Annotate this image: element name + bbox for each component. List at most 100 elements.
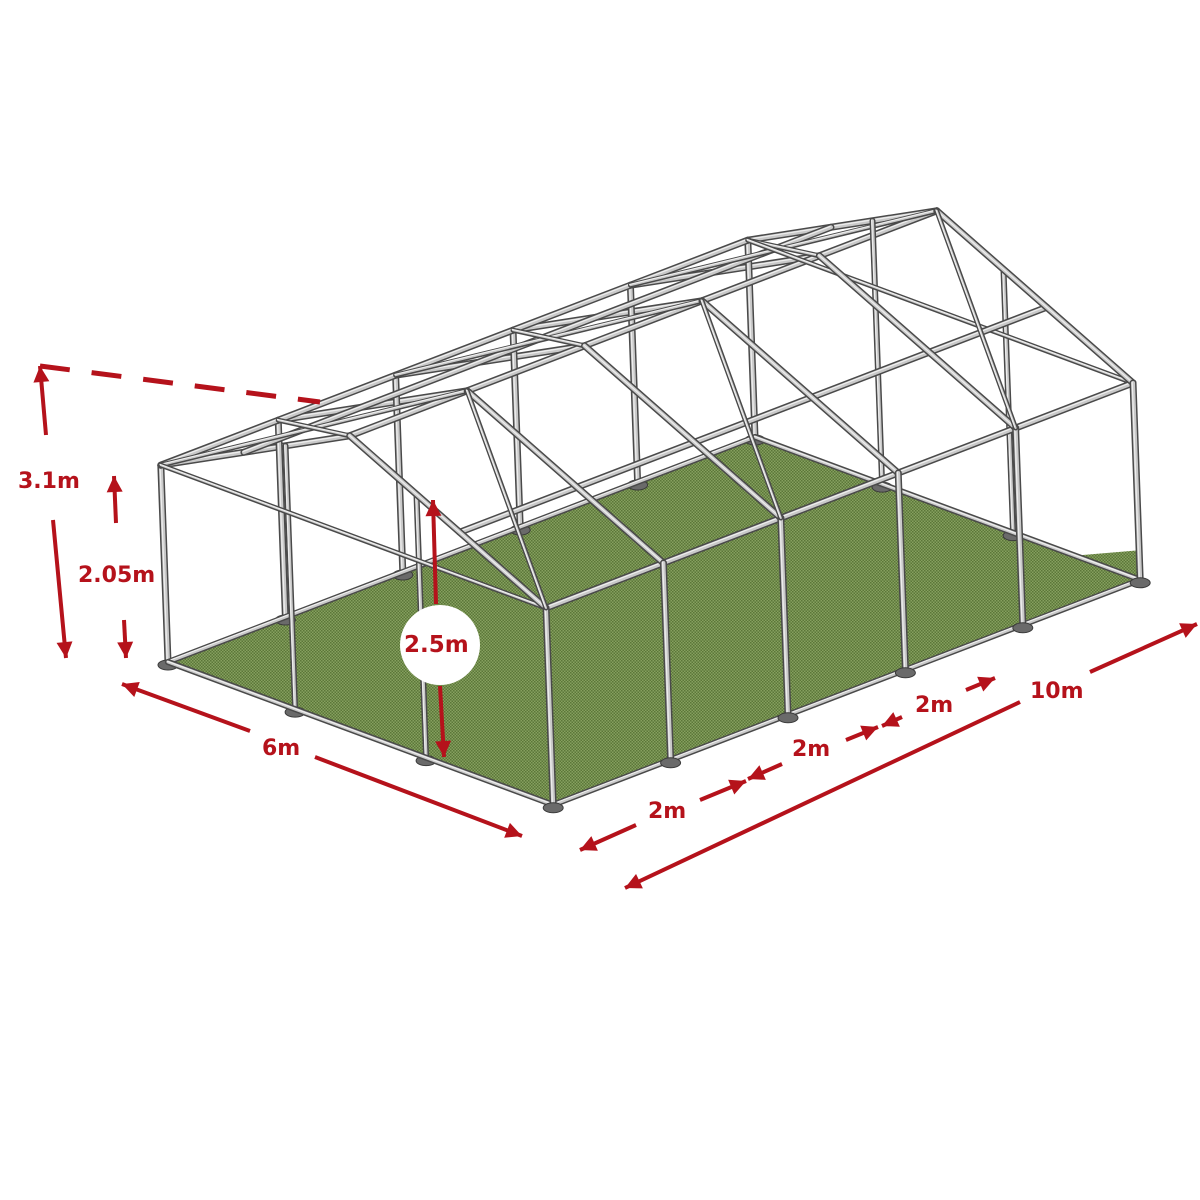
rafter-front-1	[463, 387, 667, 567]
front-leg-3-body	[896, 471, 908, 672]
back-leg-1-highlight	[276, 418, 286, 617]
bay-3-dim-left-arrow-start	[882, 712, 900, 727]
roof-brace-back-x-0-body	[277, 419, 351, 437]
rafter-front-2	[581, 342, 785, 522]
ridge-beam	[346, 207, 941, 440]
ridge-height-label: 3.1m	[18, 469, 80, 494]
base-rail-back-body	[166, 435, 757, 664]
rafter-front-0	[346, 432, 550, 612]
rafter-back-5	[744, 207, 941, 244]
length-dim-right-arrow-end	[1179, 623, 1197, 638]
center-clearance-dim-upper	[431, 499, 438, 605]
base-rail-front-body	[551, 578, 1142, 807]
rafter-front-4	[815, 252, 1020, 432]
gable-tie-far	[745, 237, 1136, 386]
base-rail-front-end-highlight	[166, 660, 554, 805]
roof-brace-back-x-2	[510, 327, 588, 349]
front-leg-0	[542, 604, 557, 809]
base-plate	[542, 802, 564, 814]
width-dim-left	[121, 682, 251, 733]
eave-back-body	[158, 238, 750, 468]
eave-front-highlight	[544, 381, 1133, 608]
ridge-height-extension-line	[39, 363, 321, 405]
gable-post-1-0-highlight	[871, 219, 882, 484]
gable-post-0-0-highlight	[284, 444, 295, 709]
back-leg-5-highlight	[746, 238, 755, 437]
base-rail-front	[550, 576, 1144, 808]
front-leg-4-highlight	[1014, 426, 1023, 625]
back-leg-1-body	[276, 418, 288, 619]
roof-brace-front-2	[699, 298, 784, 521]
back-leg-1	[274, 416, 289, 621]
base-plate	[660, 757, 682, 769]
rafter-front-4-highlight	[817, 254, 1016, 428]
length-label: 10m	[1030, 679, 1084, 704]
base-rail-back-highlight	[166, 435, 755, 662]
center-clearance-badge	[400, 605, 480, 685]
eave-back	[157, 236, 752, 469]
front-leg-5	[1129, 379, 1144, 584]
gable-post-1-0-body	[871, 219, 884, 486]
front-leg-2-highlight	[779, 516, 788, 715]
purlin-front-body	[457, 305, 1049, 535]
center-clearance-dim-upper-arrow-start	[425, 500, 442, 517]
back-leg-5	[744, 236, 759, 441]
width-dim-left-arrow-start	[122, 682, 140, 698]
ridge-height-dim-upper-arrow-start	[33, 366, 50, 383]
back-leg-3-body	[511, 328, 523, 529]
base-rail-far-end-highlight	[753, 435, 1141, 580]
front-leg-4-body	[1013, 426, 1025, 627]
rafter-front-5	[933, 207, 1137, 387]
gable-post-0-0-body	[284, 444, 297, 711]
rafter-front-0-highlight	[348, 434, 546, 608]
width-dim-right-arrow-end	[504, 822, 522, 838]
front-leg-0-highlight	[544, 606, 554, 805]
gable-post-1-0	[869, 217, 886, 488]
roof-brace-back-x-2-body	[512, 329, 586, 347]
center-clearance-label: 2.5m	[404, 632, 469, 658]
rafter-back-5-body	[745, 208, 939, 243]
roof-brace-front-4	[934, 208, 1019, 431]
side-height-dim-lower-arrow-end	[117, 641, 134, 658]
purlin-front-highlight	[458, 305, 1047, 533]
bay-2-dim-left-arrow-start	[748, 765, 766, 780]
side-wall-panel	[546, 484, 877, 805]
length-dim-right	[1089, 622, 1198, 674]
base-rail-front-highlight	[551, 578, 1141, 805]
front-leg-0-body	[544, 606, 556, 807]
roof-brace-front-2-highlight	[700, 299, 781, 518]
dimension-lines	[33, 363, 1198, 890]
side-height-label: 2.05m	[78, 563, 155, 588]
roof-brace-front-4-highlight	[935, 209, 1016, 428]
base-plate	[777, 712, 799, 724]
roof-brace-front-0	[464, 388, 549, 611]
ridge-beam-body	[347, 208, 939, 438]
front-leg-3-highlight	[896, 471, 906, 670]
back-leg-3-highlight	[511, 328, 521, 527]
front-leg-5-body	[1131, 381, 1143, 582]
side-wall-panel-far	[872, 550, 1141, 682]
gable-tie-front	[158, 462, 549, 611]
bay-3-label: 2m	[915, 693, 953, 718]
rafter-front-3	[698, 297, 902, 477]
base-plate	[1129, 577, 1151, 589]
ridge-height-dim-lower	[51, 519, 68, 659]
eave-back-highlight	[159, 238, 748, 465]
bay-1-label: 2m	[648, 799, 686, 824]
base-rail-far-end	[752, 434, 1144, 583]
frame-front	[346, 207, 1151, 814]
roof-brace-back-x-0-highlight	[276, 418, 350, 436]
back-leg-0-highlight	[159, 463, 168, 662]
center-clearance-dim-lower-arrow-end	[435, 740, 452, 757]
bay-2-label: 2m	[792, 737, 830, 762]
front-leg-1	[659, 559, 675, 764]
back-leg-3	[509, 326, 524, 531]
frame-back	[157, 207, 1144, 808]
rafter-front-5-highlight	[935, 209, 1133, 383]
bay-2-dim-right-arrow-end	[860, 725, 878, 741]
bay-1-dim-right-arrow-end	[728, 779, 746, 795]
eave-front-body	[544, 381, 1136, 610]
side-height-dim-upper-arrow-start	[106, 476, 123, 493]
gable-tie-front-highlight	[159, 463, 546, 608]
gable-post-0-0	[282, 442, 299, 713]
